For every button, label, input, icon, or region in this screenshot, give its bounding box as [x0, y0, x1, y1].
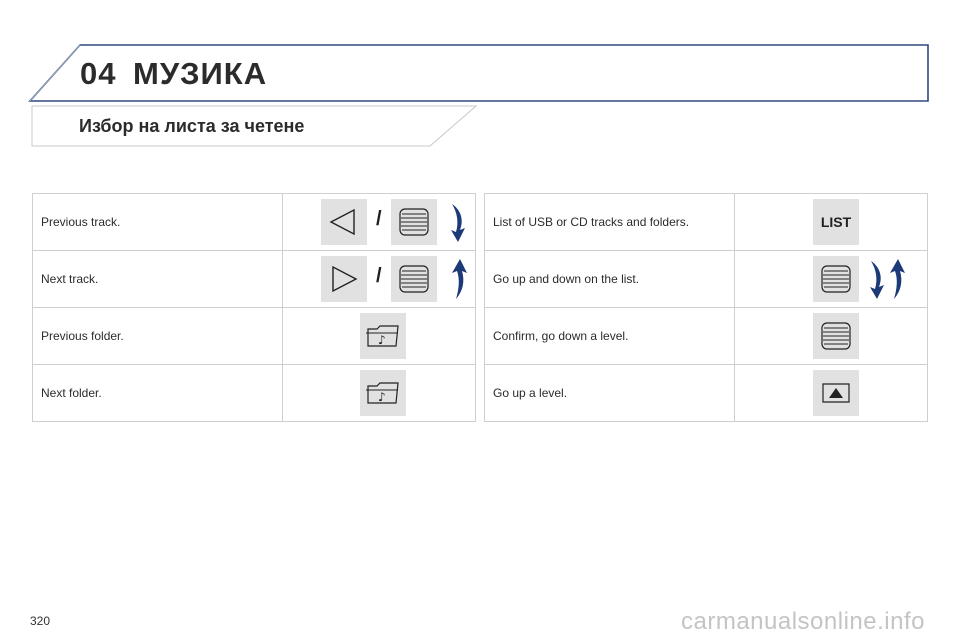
svg-text:♪: ♪: [378, 333, 386, 347]
list-button[interactable]: LIST: [813, 199, 859, 245]
row-label: Next track.: [32, 250, 283, 308]
next-folder-button[interactable]: ♪: [360, 370, 406, 416]
row-icons: /: [282, 193, 476, 251]
table-row: Next folder. ♪: [32, 364, 476, 422]
svg-text:♪: ♪: [378, 390, 386, 404]
row-icons: [734, 307, 928, 365]
row-label: Previous track.: [32, 193, 283, 251]
row-label: Next folder.: [32, 364, 283, 422]
section-heading-box: [31, 105, 478, 147]
previous-triangle-icon: [329, 208, 355, 236]
table-row: Previous track. /: [32, 193, 476, 251]
table-row: List of USB or CD tracks and folders. LI…: [484, 193, 928, 251]
previous-button[interactable]: [321, 199, 367, 245]
table-row: Next track. /: [32, 250, 476, 308]
row-icons: LIST: [734, 193, 928, 251]
scroll-wheel-button[interactable]: [813, 256, 859, 302]
header-banner: [28, 44, 929, 102]
row-icons: ♪: [282, 364, 476, 422]
folder-music-icon: ♪: [366, 382, 399, 404]
separator-slash: /: [376, 208, 382, 230]
row-label: Previous folder.: [32, 307, 283, 365]
watermark: carmanualsonline.info: [681, 608, 925, 635]
right-controls-table: List of USB or CD tracks and folders. LI…: [484, 193, 928, 422]
separator-slash: /: [376, 265, 382, 287]
chapter-number: 04: [80, 56, 117, 91]
next-triangle-icon: [332, 265, 358, 293]
rotate-down-arrow-icon: [870, 261, 884, 299]
chapter-title: МУЗИКА: [133, 56, 268, 91]
left-controls-table: Previous track. /: [32, 193, 476, 422]
row-label: List of USB or CD tracks and folders.: [484, 193, 735, 251]
page-number: 320: [30, 614, 51, 628]
next-button[interactable]: [321, 256, 367, 302]
rotate-up-arrow-icon: [452, 259, 467, 299]
row-label: Confirm, go down a level.: [484, 307, 735, 365]
scroll-wheel-icon: [821, 265, 851, 293]
scroll-wheel-icon: [821, 322, 851, 350]
section-title: Избор на листа за четене: [79, 116, 305, 136]
rotate-up-arrow-icon: [890, 259, 905, 299]
row-label: Go up a level.: [484, 364, 735, 422]
confirm-wheel-button[interactable]: [813, 313, 859, 359]
rotate-down-arrow-icon: [451, 204, 465, 242]
row-icons: [734, 250, 928, 308]
eject-up-icon: [822, 383, 850, 403]
row-icons: /: [282, 250, 476, 308]
table-row: Go up and down on the list.: [484, 250, 928, 308]
scroll-wheel-icon: [399, 265, 429, 293]
scroll-wheel-icon: [399, 208, 429, 236]
up-level-button[interactable]: [813, 370, 859, 416]
list-button-label: LIST: [820, 214, 852, 230]
table-row: Confirm, go down a level.: [484, 307, 928, 365]
table-row: Go up a level.: [484, 364, 928, 422]
row-label: Go up and down on the list.: [484, 250, 735, 308]
row-icons: [734, 364, 928, 422]
previous-folder-button[interactable]: ♪: [360, 313, 406, 359]
table-row: Previous folder. ♪: [32, 307, 476, 365]
scroll-wheel-button[interactable]: [391, 256, 437, 302]
scroll-wheel-button[interactable]: [391, 199, 437, 245]
row-icons: ♪: [282, 307, 476, 365]
folder-music-icon: ♪: [366, 325, 399, 347]
